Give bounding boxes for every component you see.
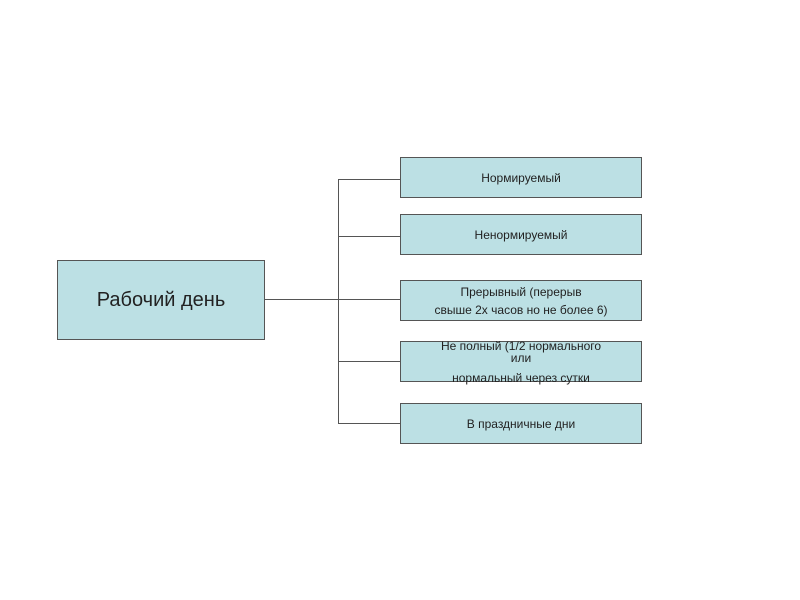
node-label-line2: или [510,350,532,365]
node-label-line1: Не полный (1/2 нормального [440,338,602,353]
node-unnormed: Ненормируемый [400,214,642,255]
node-label: Нормируемый [481,170,561,185]
node-normed: Нормируемый [400,157,642,198]
node-label-line3: нормальный через сутки [452,370,590,385]
connector-branch-2 [338,236,400,237]
node-holidays: В праздничные дни [400,403,642,444]
root-node: Рабочий день [57,260,265,340]
node-label-line2: свыше 2х часов но не более 6) [434,302,608,317]
node-label: В праздничные дни [466,416,576,431]
connector-branch-4 [338,361,400,362]
connector-branch-1 [338,179,400,180]
node-partial: Не полный (1/2 нормального или нормальны… [400,338,642,385]
connector-root [265,299,400,300]
node-label: Ненормируемый [474,227,568,242]
connector-branch-5 [338,423,400,424]
node-interrupted: Прерывный (перерыв свыше 2х часов но не … [400,280,642,321]
node-label-line1: Прерывный (перерыв [460,284,582,299]
root-label: Рабочий день [96,289,226,311]
connector-trunk [338,179,339,424]
